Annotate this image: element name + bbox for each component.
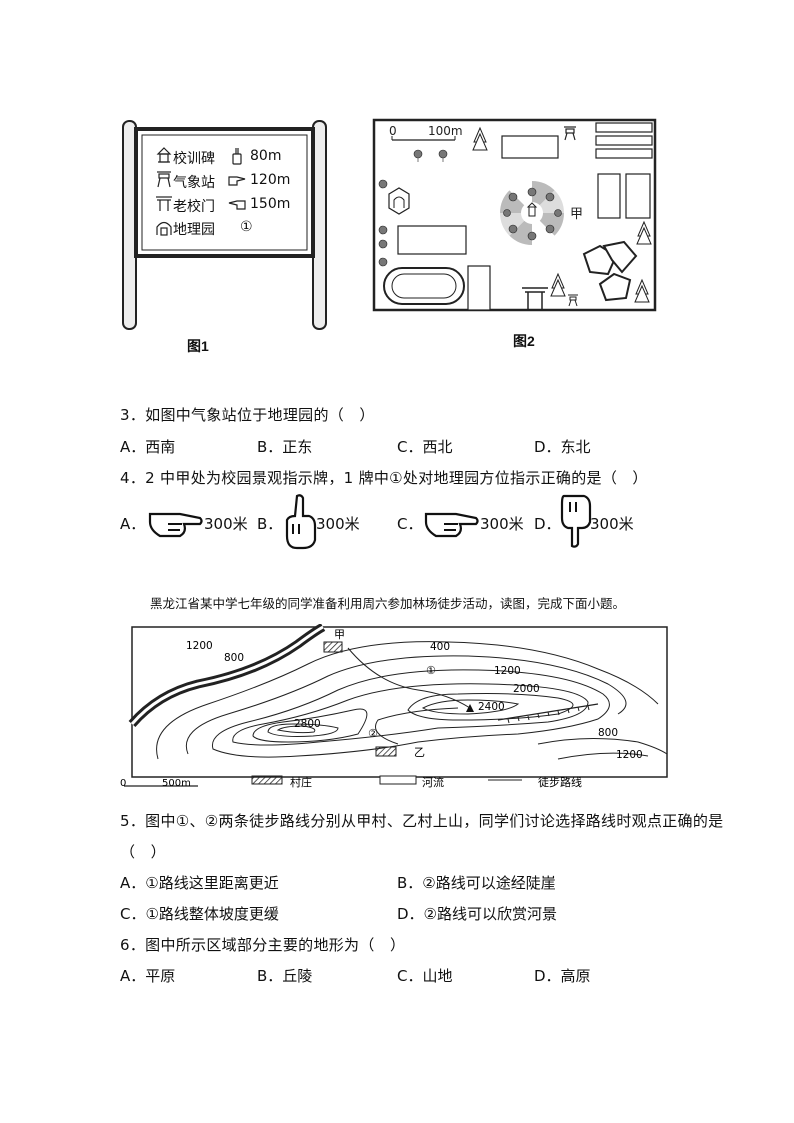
legend-trail: 徒步路线 [538,775,582,789]
q5-stem-cont: （ ） [120,843,166,861]
building [397,225,467,255]
sign-row-1-name: 校训碑 [173,151,215,167]
sign-row-3-dist: 150m [250,196,291,212]
figure-2-caption: 图2 [513,333,535,349]
building [595,122,653,133]
contour-label: 2000 [513,683,540,695]
hand-left-icon [228,200,246,210]
q4-option-b-letter: B． [257,515,283,533]
q5-option-b[interactable]: B．②路线可以途经陡崖 [397,874,556,892]
q4-option-c-letter: C． [397,515,423,533]
sign-row-4-name: 地理园 [173,222,215,238]
hand-icons [228,148,246,210]
village-yi [375,746,397,757]
passage-intro: 黑龙江省某中学七年级的同学准备利用周六参加林场徒步活动，读图，完成下面小题。 [150,596,626,611]
q3-option-b[interactable]: B．正东 [257,438,313,456]
hand-up-icon [232,148,242,165]
weather-station-icon [157,171,171,188]
campus-map: 0 100m 甲 [372,118,657,312]
building [597,173,621,219]
legend-village: 村庄 [290,775,312,789]
sign-row-3-name: 老校门 [173,199,215,215]
q6-option-b[interactable]: B．丘陵 [257,967,313,985]
legend-river: 河流 [422,775,444,789]
legend-river-symbol [379,775,417,785]
label-jia: 甲 [570,207,583,222]
contour-label: 400 [430,641,450,653]
building [595,148,653,159]
q6-option-c[interactable]: C．山地 [397,967,453,985]
label-yi: 乙 [414,746,425,759]
weather-station-icon [568,294,578,307]
tree-icons [378,149,562,267]
q4-option-d-text: 300米 [590,515,634,533]
q4-option-b-text: 300米 [316,515,360,533]
trail-route-1 [347,647,471,709]
q6-stem: 6．图中所示区域部分主要的地形为（ ） [120,936,406,954]
building [501,135,559,159]
rock [598,272,632,302]
rock [602,240,638,274]
building [595,135,653,146]
contour-label: 2400 [478,701,505,713]
q5-option-c[interactable]: C．①路线整体坡度更缓 [120,905,279,923]
q3-stem: 3．如图中气象站位于地理园的（ ） [120,406,375,424]
scale-zero: 0 [389,124,397,138]
building [625,173,651,219]
monument-icon [156,147,172,163]
pine-tree-icons [472,126,652,303]
scale-zero: 0 [120,778,126,789]
geography-garden-icon [388,187,410,215]
old-gate-icon [156,196,172,211]
contour-label: 1200 [186,640,213,652]
legend-village-symbol [251,775,283,785]
q4-stem: 4．2 中甲处为校园景观指示牌，1 牌中①处对地理园方位指示正确的是（ ） [120,469,648,487]
sign-icons [156,147,172,236]
hand-right-icon [228,176,246,186]
contour-label: 800 [598,727,618,739]
q4-option-c-text: 300米 [480,515,524,533]
weather-station-icon [564,126,576,141]
sign-row-1-dist: 80m [250,148,282,164]
label-jia: 甲 [334,628,345,641]
sign-row-2-dist: 120m [250,172,291,188]
hand-pointing-right-icon [424,512,479,538]
hand-pointing-down-icon [560,494,592,548]
q3-option-c[interactable]: C．西北 [397,438,453,456]
route-2-label: ② [368,727,378,740]
trail-route-2 [375,707,459,745]
geography-garden-icon [156,221,172,236]
scale-end: 100m [428,124,463,138]
q3-option-d[interactable]: D．东北 [534,438,591,456]
q4-option-a-letter: A． [120,515,146,533]
contour-label: 800 [224,652,244,664]
q4-option-d-letter: D． [534,515,561,533]
contour-label: 1200 [494,665,521,677]
scale-end: 500m [162,778,191,789]
q6-option-a[interactable]: A．平原 [120,967,176,985]
hand-pointing-right-icon [148,512,203,538]
q4-option-a-text: 300米 [204,515,248,533]
contour-label: 2800 [294,718,321,730]
figure-1-caption: 图1 [187,338,209,354]
q3-option-a[interactable]: A．西南 [120,438,176,456]
q6-option-d[interactable]: D．高原 [534,967,591,985]
q5-stem: 5．图中①、②两条徒步路线分别从甲村、乙村上山，同学们讨论选择路线时观点正确的是 [120,812,724,830]
sign-row-2-name: 气象站 [173,175,215,191]
q5-option-a[interactable]: A．①路线这里距离更近 [120,874,279,892]
hand-pointing-up-icon [285,494,317,550]
q5-option-d[interactable]: D．②路线可以欣赏河景 [397,905,557,923]
village-jia [323,641,343,653]
signboard-graphic [122,120,327,330]
central-plaza [500,181,564,245]
contour-map: 甲 乙 ① ② 1200 800 400 1200 2000 2400 2800… [120,624,668,789]
building [467,265,491,311]
sign-row-4-dist: ① [240,219,253,235]
contour-label: 1200 [616,749,643,761]
old-gate-icon [522,287,548,310]
route-1-label: ① [426,664,436,677]
